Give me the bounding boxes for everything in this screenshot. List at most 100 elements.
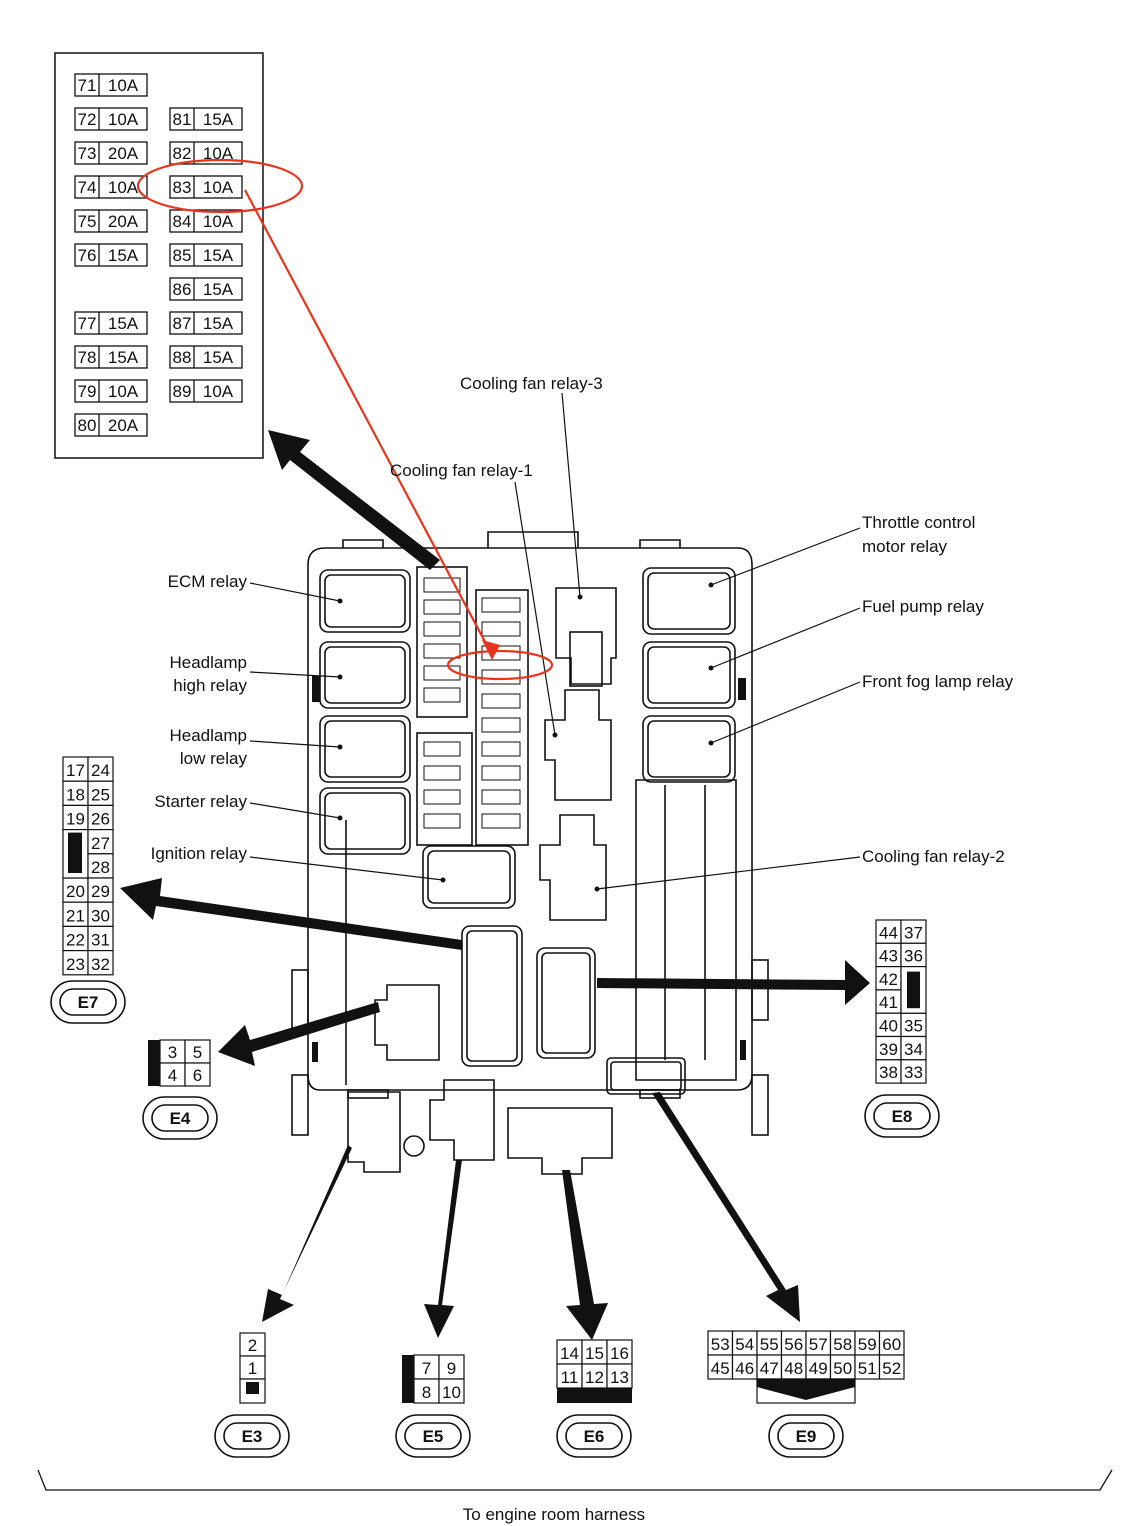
pin-15: 15 [585, 1344, 604, 1363]
label-headlamp-high-2: high relay [173, 676, 247, 695]
pin-10: 10 [442, 1383, 461, 1402]
fuse-slot [481, 693, 521, 709]
pin-46: 46 [735, 1359, 754, 1378]
throttle-relay-socket [642, 567, 736, 635]
fuse-number: 72 [78, 110, 97, 129]
fuse-slot [423, 765, 461, 781]
fuse-amperage: 15A [203, 246, 234, 265]
pin-16: 16 [610, 1344, 629, 1363]
fuse-number: 87 [173, 314, 192, 333]
cooling-fan-relay-3-socket [555, 587, 617, 685]
fuse-amperage: 15A [203, 314, 234, 333]
fuse-box-body [291, 531, 769, 1175]
e5-socket [429, 1079, 495, 1161]
pin-48: 48 [784, 1359, 803, 1378]
fuse-slot [423, 577, 461, 593]
pin-13: 13 [610, 1368, 629, 1387]
connector-name: E9 [796, 1427, 817, 1446]
pin-52: 52 [882, 1359, 901, 1378]
label-starter-relay: Starter relay [154, 792, 247, 811]
label-cooling-fan-relay-1: Cooling fan relay-1 [390, 461, 533, 480]
pin-56: 56 [784, 1335, 803, 1354]
fuel-pump-relay-socket [642, 641, 736, 709]
e9-arrow [652, 1092, 800, 1322]
pin-60: 60 [882, 1335, 901, 1354]
fuse-number: 83 [173, 178, 192, 197]
fuse-amperage: 10A [203, 144, 234, 163]
leader-dots [337, 582, 714, 892]
fuse-slot [423, 621, 461, 637]
front-fog-relay-socket [642, 715, 736, 783]
pin-30: 30 [91, 906, 110, 925]
harness-bracket [37, 1469, 1113, 1491]
fuse-slot [423, 789, 461, 805]
pin-18: 18 [66, 785, 85, 804]
right-tab [740, 1040, 746, 1060]
fuse-number: 75 [78, 212, 97, 231]
headlamp-high-relay-socket [319, 641, 411, 709]
pin-35: 35 [904, 1017, 923, 1036]
fuse-amperage: 20A [108, 212, 139, 231]
fuse-number: 78 [78, 348, 97, 367]
fuse-75: 75 20A [74, 209, 148, 233]
fuse-slot [481, 597, 521, 613]
fuse-amperage: 15A [203, 280, 234, 299]
pin-24: 24 [91, 761, 110, 780]
fuse-amperage: 15A [108, 314, 139, 333]
pin-34: 34 [904, 1040, 923, 1059]
fuse-number: 77 [78, 314, 97, 333]
fuse-amperage: 15A [203, 348, 234, 367]
pin-41: 41 [879, 993, 898, 1012]
label-headlamp-low-1: Headlamp [170, 726, 248, 745]
pin-7: 7 [422, 1359, 431, 1378]
e6-arrow [562, 1170, 608, 1340]
e4-socket [374, 984, 440, 1061]
pin-28: 28 [91, 858, 110, 877]
fuse-slot [423, 599, 461, 615]
pin-11: 11 [561, 1368, 579, 1387]
pin-4: 4 [168, 1066, 177, 1085]
e4-arrow [218, 1002, 380, 1066]
pin-54: 54 [735, 1335, 754, 1354]
fuse-slot [423, 687, 461, 703]
pin-17: 17 [66, 761, 85, 780]
e3-socket [347, 1091, 401, 1173]
cooling-fan-relay-2-socket [539, 814, 607, 921]
e5-arrow [424, 1160, 462, 1338]
pin-33: 33 [904, 1063, 923, 1082]
label-throttle-1: Throttle control [862, 513, 975, 532]
connector-badge-e6: E6 [556, 1414, 632, 1458]
fuse-slot [481, 621, 521, 637]
e6-socket [507, 1107, 613, 1175]
label-front-fog-relay: Front fog lamp relay [862, 672, 1014, 691]
pin-38: 38 [879, 1063, 898, 1082]
connector-name: E5 [423, 1427, 444, 1446]
pin-19: 19 [66, 810, 85, 829]
e3-arrow [262, 1145, 352, 1322]
fuse-number: 76 [78, 246, 97, 265]
pin-29: 29 [91, 882, 110, 901]
e9-socket [606, 1057, 686, 1095]
leader-lines [249, 392, 861, 890]
e8-socket [536, 947, 596, 1059]
pin-25: 25 [91, 785, 110, 804]
pin-3: 3 [168, 1043, 177, 1062]
fuse-slot [423, 643, 461, 659]
label-ecm-relay: ECM relay [168, 572, 248, 591]
connector-name: E6 [584, 1427, 605, 1446]
fuse-slot [481, 765, 521, 781]
fuse-amperage: 10A [108, 76, 139, 95]
fuse-table-frame [54, 52, 264, 459]
pin-55: 55 [760, 1335, 779, 1354]
